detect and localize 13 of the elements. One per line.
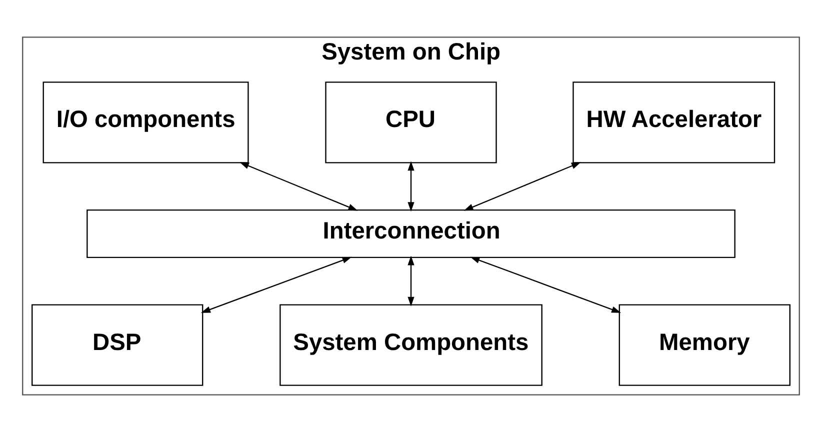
arrow [408, 256, 414, 306]
node-box: CPU [325, 82, 497, 164]
arrow [408, 161, 414, 212]
node-box: Memory [618, 304, 790, 386]
node-box: DSP [32, 304, 204, 386]
node-box: HW Accelerator [572, 82, 776, 164]
arrow [200, 256, 352, 313]
arrow [464, 162, 581, 211]
arrow [470, 256, 622, 313]
node-box: I/O components [42, 82, 249, 164]
arrow [240, 162, 358, 211]
node-box: Interconnection [86, 209, 736, 258]
node-box: System Components [280, 304, 542, 386]
